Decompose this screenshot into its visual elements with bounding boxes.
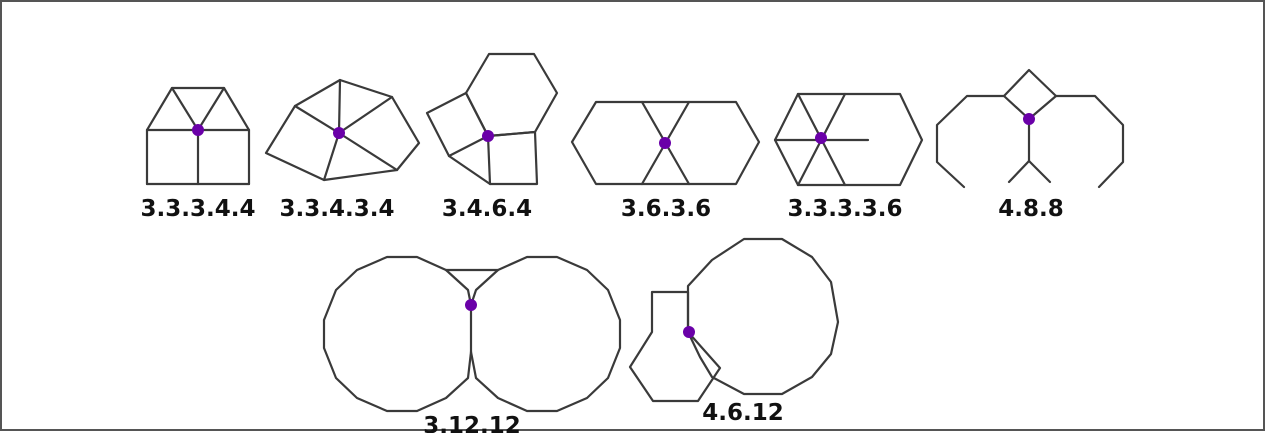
figure-label: 3.12.12 bbox=[423, 413, 521, 433]
shared-vertex-dot bbox=[465, 299, 477, 311]
figure-label: 3.3.4.3.4 bbox=[280, 196, 395, 222]
shared-vertex-dot bbox=[1023, 113, 1035, 125]
polygon-edges bbox=[145, 86, 251, 186]
figure-4-6-12: 4.6.12 bbox=[628, 237, 840, 426]
figure-3-6-3-6: 3.6.3.6 bbox=[570, 100, 761, 222]
shared-vertex-dot bbox=[333, 127, 345, 139]
figure-label: 3.3.3.3.6 bbox=[788, 196, 903, 222]
figure-3-3-3-4-4: 3.3.3.4.4 bbox=[141, 86, 256, 222]
figure-3-3-3-3-6: 3.3.3.3.6 bbox=[773, 92, 924, 222]
shared-vertex-dot bbox=[482, 130, 494, 142]
figure-4-8-8: 4.8.8 bbox=[935, 68, 1125, 222]
figure-3-12-12: 3.12.12 bbox=[322, 255, 622, 433]
figure-3-3-4-3-4: 3.3.4.3.4 bbox=[264, 78, 421, 222]
shared-vertex-dot bbox=[659, 137, 671, 149]
polygon-edges bbox=[773, 92, 924, 187]
polygon-edges bbox=[935, 68, 1125, 189]
figure-label: 4.8.8 bbox=[998, 196, 1064, 222]
polygon-edges bbox=[264, 78, 421, 182]
shared-vertex-dot bbox=[683, 326, 695, 338]
shared-vertex-dot bbox=[815, 132, 827, 144]
shared-vertex-dot bbox=[192, 124, 204, 136]
figure-label: 3.3.3.4.4 bbox=[141, 196, 256, 222]
figure-label: 4.6.12 bbox=[702, 400, 784, 426]
polygon-edges bbox=[322, 255, 622, 413]
polygon-edges bbox=[628, 237, 840, 403]
figure-label: 3.4.6.4 bbox=[442, 196, 532, 222]
figure-3-4-6-4: 3.4.6.4 bbox=[425, 52, 559, 222]
figure-label: 3.6.3.6 bbox=[621, 196, 711, 222]
polygon-edges bbox=[425, 52, 559, 186]
